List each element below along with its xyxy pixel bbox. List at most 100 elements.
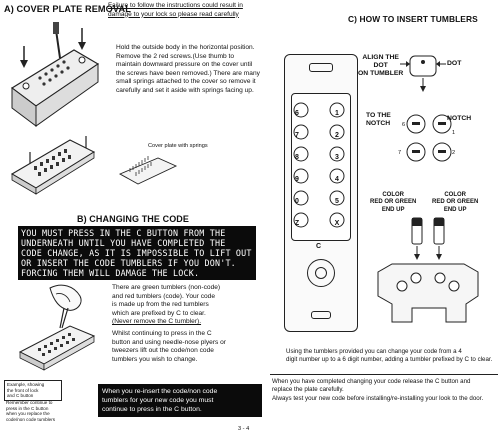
align-dot-label: ALIGN THE DOT ON TUMBLER (358, 54, 403, 78)
section-a-body: Hold the outside body in the horizontal … (116, 44, 266, 96)
example-line: and C button (7, 393, 34, 399)
section-c-body: Using the tumblers provided you can chan… (286, 348, 498, 365)
align-line: ALIGN THE (362, 54, 399, 61)
notice-line: FORCING THEM WILL DAMAGE THE LOCK. (21, 268, 200, 278)
section-b-body: There are green tumblers (non-code) and … (112, 284, 262, 327)
b-body-line: is made up from the red tumblers (112, 301, 209, 309)
key-label: 5 (335, 198, 339, 205)
reinsert-line: When you re-insert the code/non code (102, 388, 218, 395)
cylinder-core (315, 267, 327, 279)
tumbler-insertion-diagram (377, 217, 479, 323)
lock-open-illustration (10, 136, 96, 195)
key-label: 2 (335, 132, 339, 139)
key-label: Z (294, 220, 300, 227)
c-body-line: Using the tumblers provided you can chan… (286, 348, 462, 355)
remember-caption: Remember continue to press in the C butt… (6, 400, 60, 422)
color-line: COLOR (382, 192, 404, 198)
lock-c-button-illustration (18, 325, 96, 371)
notice-line: UNDERNEATH UNTIL YOU HAVE COMPLETED THE (21, 238, 226, 248)
c-final-line: Always test your new code before install… (272, 394, 484, 402)
remember-line: when you replace the (6, 411, 50, 417)
keypad-keys (293, 102, 345, 228)
b-body-line: which are prefixed by C to clear. (112, 309, 206, 317)
key-label: 3 (335, 154, 339, 161)
hand-tweezers-illustration (49, 284, 82, 329)
b-body2-line: tumblers you wish to change. (112, 355, 198, 363)
example-caption: Example, showing the front of lock and C… (4, 380, 62, 401)
warning-line-2: damage to your lock so please read caref… (108, 10, 239, 18)
section-a-heading: A) COVER PLATE REMOVAL (4, 4, 131, 14)
color-line: COLOR (444, 192, 466, 198)
warning-line-1: Failure to follow the instructions could… (108, 2, 243, 9)
notice-line: OR INSERT THE CODE TUMBLERS IF YOU DON'T… (21, 258, 236, 268)
notch-number-1: 1 (452, 130, 456, 136)
color-line: END UP (443, 206, 467, 213)
c-button-notice: YOU MUST PRESS IN THE C BUTTON FROM THE … (18, 226, 256, 280)
reinsert-line: tumblers for your new code you must (102, 397, 214, 404)
reinsert-notice: When you re-insert the code/non code tum… (98, 384, 262, 417)
notch-number-2: 2 (452, 150, 456, 156)
remember-line: Remember continue to (6, 400, 53, 405)
example-line: Example, showing (7, 382, 45, 387)
key-label: 7 (295, 132, 299, 139)
key-label: 1 (335, 110, 339, 117)
b-body2-line: tweezers lift out the code/non code (112, 347, 214, 355)
a-body-line: small springs attached to the cover so r… (116, 78, 256, 86)
notice-line: CODE CHANGE, AS IT IS IMPOSSIBLE TO LIFT… (21, 248, 252, 258)
notch-number-7: 7 (398, 150, 402, 156)
key-label: 6 (295, 110, 299, 117)
dot-label: DOT (447, 60, 462, 67)
divider (270, 374, 498, 375)
c-final-line: replace the plate carefully. (272, 386, 344, 394)
tumbler-dot-diagram (400, 55, 446, 92)
to-the-notch-label: TO THE NOTCH (366, 112, 391, 128)
a-body-line: carefully and set it aside with springs … (116, 86, 254, 94)
example-line: the front of lock (7, 387, 39, 393)
key-label: 0 (295, 198, 299, 205)
section-b-heading: B) CHANGING THE CODE (77, 214, 189, 224)
b-body-line: (Never remove the C tumbler). (112, 318, 202, 326)
lock-body-illustration (10, 22, 100, 127)
key-label: X (334, 220, 340, 227)
cover-caption: Cover plate with springs (148, 143, 208, 149)
a-body-line: the screws have been removed.) There are… (116, 69, 260, 77)
notch-line: TO THE (366, 112, 391, 119)
c-body-line: digit number up to a 6 digit number, add… (286, 356, 493, 364)
lock-cylinder (307, 259, 335, 287)
keypad-right-column: 1 2 3 4 5 X (331, 103, 343, 235)
top-slot (309, 63, 333, 72)
page-number: 3 - 4 (238, 426, 250, 432)
c-final-line: When you have completed changing your co… (272, 378, 471, 385)
keypad-left-column: 6 7 8 9 0 Z (291, 103, 303, 235)
reinsert-line: continue to press in the C button. (102, 406, 202, 413)
a-body-line: Hold the outside body in the horizontal … (116, 44, 255, 51)
section-c-heading: C) HOW TO INSERT TUMBLERS (348, 14, 478, 24)
key-label: 4 (335, 176, 339, 183)
b-body-line: There are green tumblers (non-code) (112, 284, 221, 291)
keypad-c-label: C (316, 243, 322, 250)
color-line: END UP (381, 206, 405, 213)
color-line: RED OR GREEN (370, 199, 417, 206)
key-label: 9 (295, 176, 299, 183)
key-label: 8 (295, 154, 299, 161)
b-body-line: and red tumblers (code). Your code (112, 292, 215, 300)
notice-line: YOU MUST PRESS IN THE C BUTTON FROM THE (21, 228, 226, 238)
align-line: DOT (373, 62, 388, 69)
color-right-label: COLOR RED OR GREEN END UP (432, 192, 478, 214)
color-line: RED OR GREEN (432, 199, 479, 206)
a-body-line: maintain downward pressure on the cover … (116, 61, 253, 69)
notch-diagram (406, 114, 452, 162)
section-a-warning: Failure to follow the instructions could… (108, 2, 258, 19)
color-left-label: COLOR RED OR GREEN END UP (370, 192, 416, 214)
notch-right-label: NOTCH (447, 115, 472, 122)
remember-line: code/non code tumblers (6, 416, 56, 422)
align-line: ON TUMBLER (358, 70, 404, 77)
cover-plate-illustration (118, 156, 178, 185)
b-body2-line: button and using needle-nose plyers or (112, 338, 227, 346)
notch-line: NOTCH (366, 120, 391, 127)
bottom-slot (311, 311, 331, 319)
a-body-line: Remove the 2 red screws.(Use thumb to (116, 52, 235, 60)
notch-number-6: 6 (402, 122, 406, 128)
remember-line: press in the C button (6, 405, 49, 411)
section-c-final: When you have completed changing your co… (272, 378, 498, 403)
